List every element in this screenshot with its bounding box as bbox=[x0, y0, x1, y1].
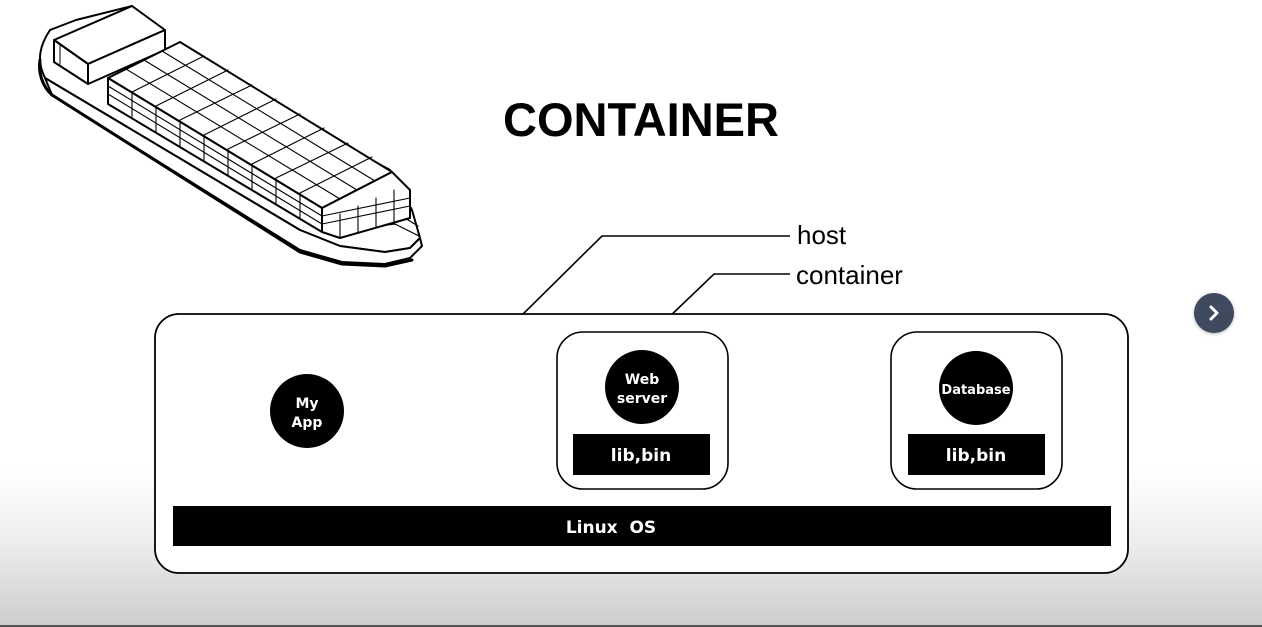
bottom-border bbox=[0, 625, 1262, 627]
next-slide-button[interactable] bbox=[1194, 293, 1234, 333]
web-server-label-line-2: server bbox=[617, 391, 667, 407]
web-server-libs-label: lib,bin bbox=[611, 446, 671, 466]
linux-os-bar bbox=[173, 506, 1111, 546]
database-label: Database bbox=[941, 383, 1010, 398]
database-libs-label: lib,bin bbox=[946, 446, 1006, 466]
linux-os-label: Linux OS bbox=[566, 518, 656, 538]
my-app-label-line-2: App bbox=[292, 415, 323, 431]
host-callout-label: host bbox=[797, 220, 847, 250]
container-callout-label: container bbox=[796, 260, 903, 290]
chevron-right-icon bbox=[1209, 305, 1219, 321]
slide-title: CONTAINER bbox=[503, 93, 779, 146]
database-container: Database lib,bin bbox=[890, 331, 1063, 490]
my-app-node: My App bbox=[270, 374, 344, 448]
web-server-label-line-1: Web bbox=[625, 372, 659, 388]
web-server-container: Web server lib,bin bbox=[556, 331, 729, 490]
web-server-libs-bar bbox=[573, 434, 710, 475]
cargo-ship-icon bbox=[38, 5, 423, 268]
my-app-label-line-1: My bbox=[295, 396, 318, 412]
database-libs-bar bbox=[908, 434, 1045, 475]
